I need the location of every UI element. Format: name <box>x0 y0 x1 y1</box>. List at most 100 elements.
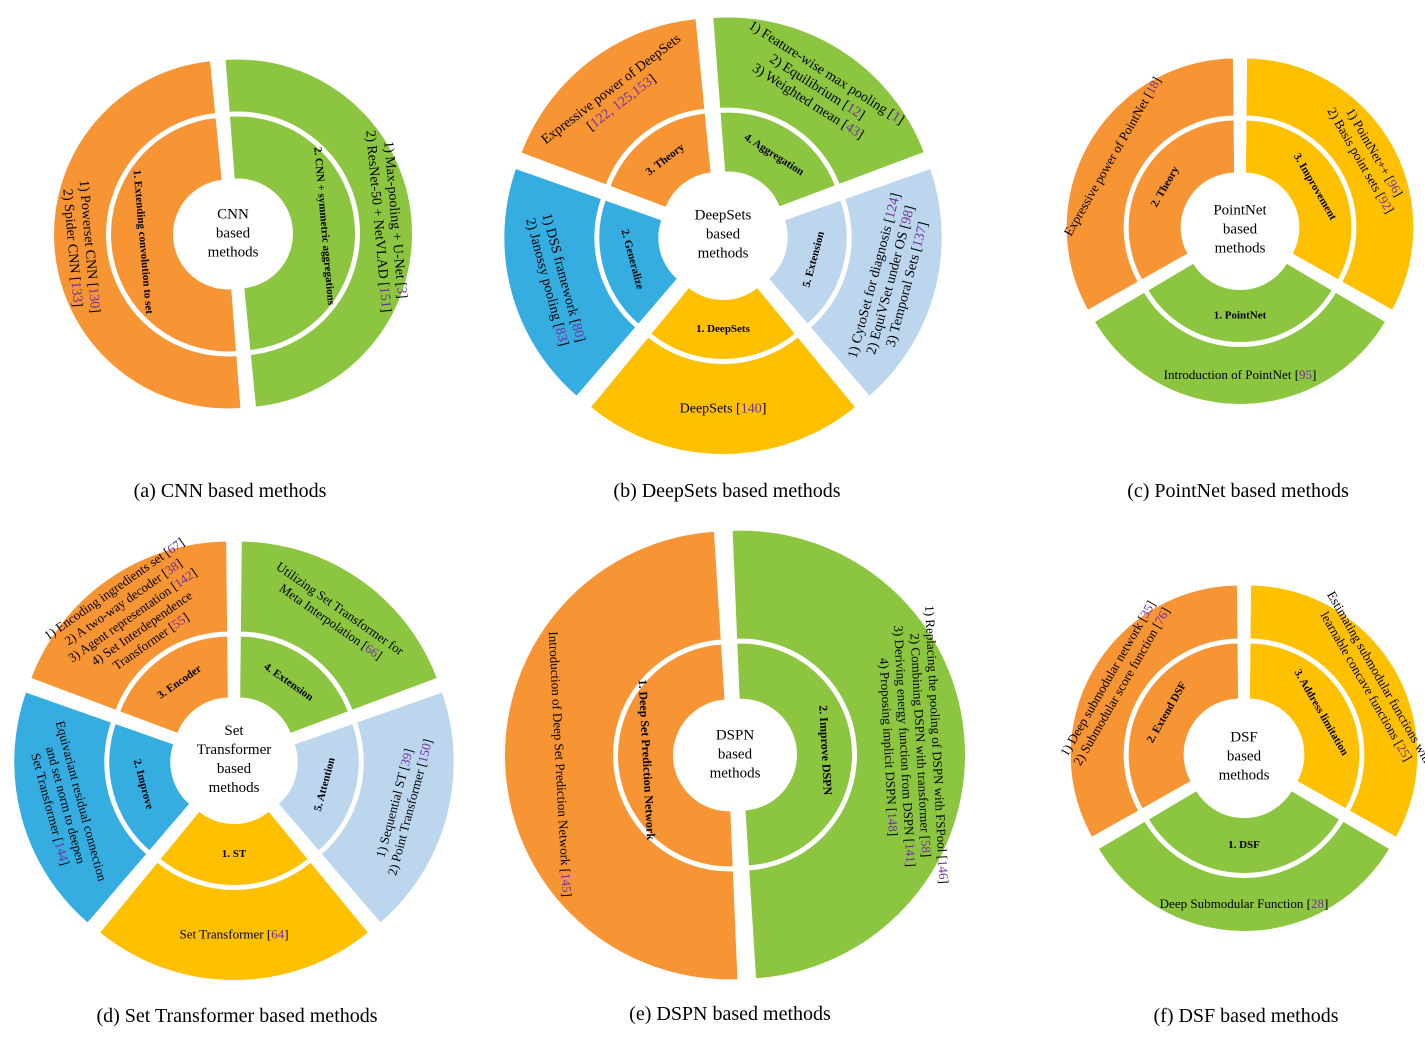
outer-ring-segment <box>503 529 740 982</box>
caption-a: (a) CNN based methods <box>134 480 327 502</box>
outer-ring-segment <box>1244 56 1416 313</box>
center-circle <box>682 702 788 808</box>
center-label: based <box>1223 221 1258 237</box>
inner-ring-segment <box>1243 118 1354 282</box>
center-label: DSF <box>1230 729 1258 745</box>
center-label: based <box>1227 748 1262 764</box>
outer-ring-segment <box>1092 290 1388 406</box>
center-label: PointNet <box>1213 202 1267 218</box>
caption-d: (d) Set Transformer based methods <box>96 1005 377 1027</box>
outer-ring-segment <box>1096 819 1392 933</box>
sector-items: Introduction of PointNet [95] <box>1164 367 1317 382</box>
outer-ring-segment <box>808 166 944 399</box>
sector-label: 1. DSF <box>1228 839 1260 851</box>
outer-ring-segment <box>711 15 927 187</box>
center-circle <box>1188 178 1292 282</box>
outer-ring-segment <box>97 860 371 982</box>
center-label: DSPN <box>716 727 755 743</box>
inner-ring-segment <box>157 809 311 887</box>
caption-f: (f) DSF based methods <box>1154 1005 1339 1027</box>
outer-ring-segment <box>238 539 440 713</box>
outer-ring-segment <box>588 334 858 456</box>
center-label: Set <box>224 723 244 739</box>
sector-label: 1. ST <box>222 848 247 860</box>
center-label: methods <box>209 780 260 796</box>
sector-label: 1. DeepSets <box>696 323 750 335</box>
inner-ring-segment <box>766 198 849 327</box>
center-label: based <box>216 225 251 241</box>
center-label: methods <box>710 765 761 781</box>
sector-label: 2. Improve DSPN <box>816 705 835 796</box>
sector-item-text: DeepSets [140] <box>680 402 767 417</box>
sector-items: DeepSets [140] <box>680 402 767 417</box>
outer-ring-segment <box>319 690 456 926</box>
center-circle <box>181 707 287 813</box>
center-label: methods <box>1219 767 1270 783</box>
sector-1-dsf: 1. DSF Deep Submodular Function [28] <box>1096 788 1392 933</box>
center-label: methods <box>698 245 749 261</box>
inner-ring-segment <box>1145 261 1335 344</box>
inner-ring-segment <box>276 721 361 854</box>
outer-ring-segment <box>1248 583 1420 840</box>
outer-ring-segment <box>502 166 638 399</box>
outer-ring-segment <box>519 16 707 187</box>
outer-ring-segment <box>28 539 230 713</box>
outer-ring-segment <box>223 57 414 409</box>
center-circle <box>1191 704 1297 810</box>
outer-ring-segment <box>1064 56 1236 313</box>
outer-ring-segment <box>730 528 967 981</box>
inner-ring-segment <box>107 721 192 854</box>
sector-items: Set Transformer [64] <box>179 926 288 941</box>
sector-item-text: Set Transformer [64] <box>179 926 288 941</box>
inner-ring-segment <box>227 114 357 353</box>
center-label: Transformer <box>197 742 271 758</box>
sector-label: 1. PointNet <box>1214 310 1267 322</box>
inner-ring-segment <box>1126 118 1237 282</box>
caption-e: (e) DSPN based methods <box>629 1003 831 1025</box>
inner-ring-segment <box>238 634 351 736</box>
center-circle <box>181 182 285 286</box>
inner-ring-segment <box>1146 788 1342 875</box>
sector-items: Deep Submodular Function [28] <box>1160 896 1329 911</box>
sector-item-text: Introduction of PointNet [95] <box>1164 367 1317 382</box>
sector-item-text: Deep Submodular Function [28] <box>1160 896 1329 911</box>
inner-ring-segment <box>607 111 713 210</box>
center-label: based <box>706 226 741 242</box>
inner-ring-segment <box>1247 641 1362 811</box>
sector-items: 1) Encoding ingredients set [67]2) A two… <box>41 535 199 673</box>
outer-ring-segment <box>1068 583 1240 840</box>
inner-ring-segment <box>616 642 735 869</box>
center-label: based <box>217 761 252 777</box>
center-label: CNN <box>217 206 249 222</box>
inner-ring-segment <box>109 115 239 354</box>
outer-ring-segment <box>52 59 243 411</box>
inner-ring-segment <box>718 110 838 209</box>
caption-b: (b) DeepSets based methods <box>613 480 840 502</box>
inner-ring-segment <box>117 634 230 736</box>
inner-ring-segment <box>1126 641 1241 811</box>
